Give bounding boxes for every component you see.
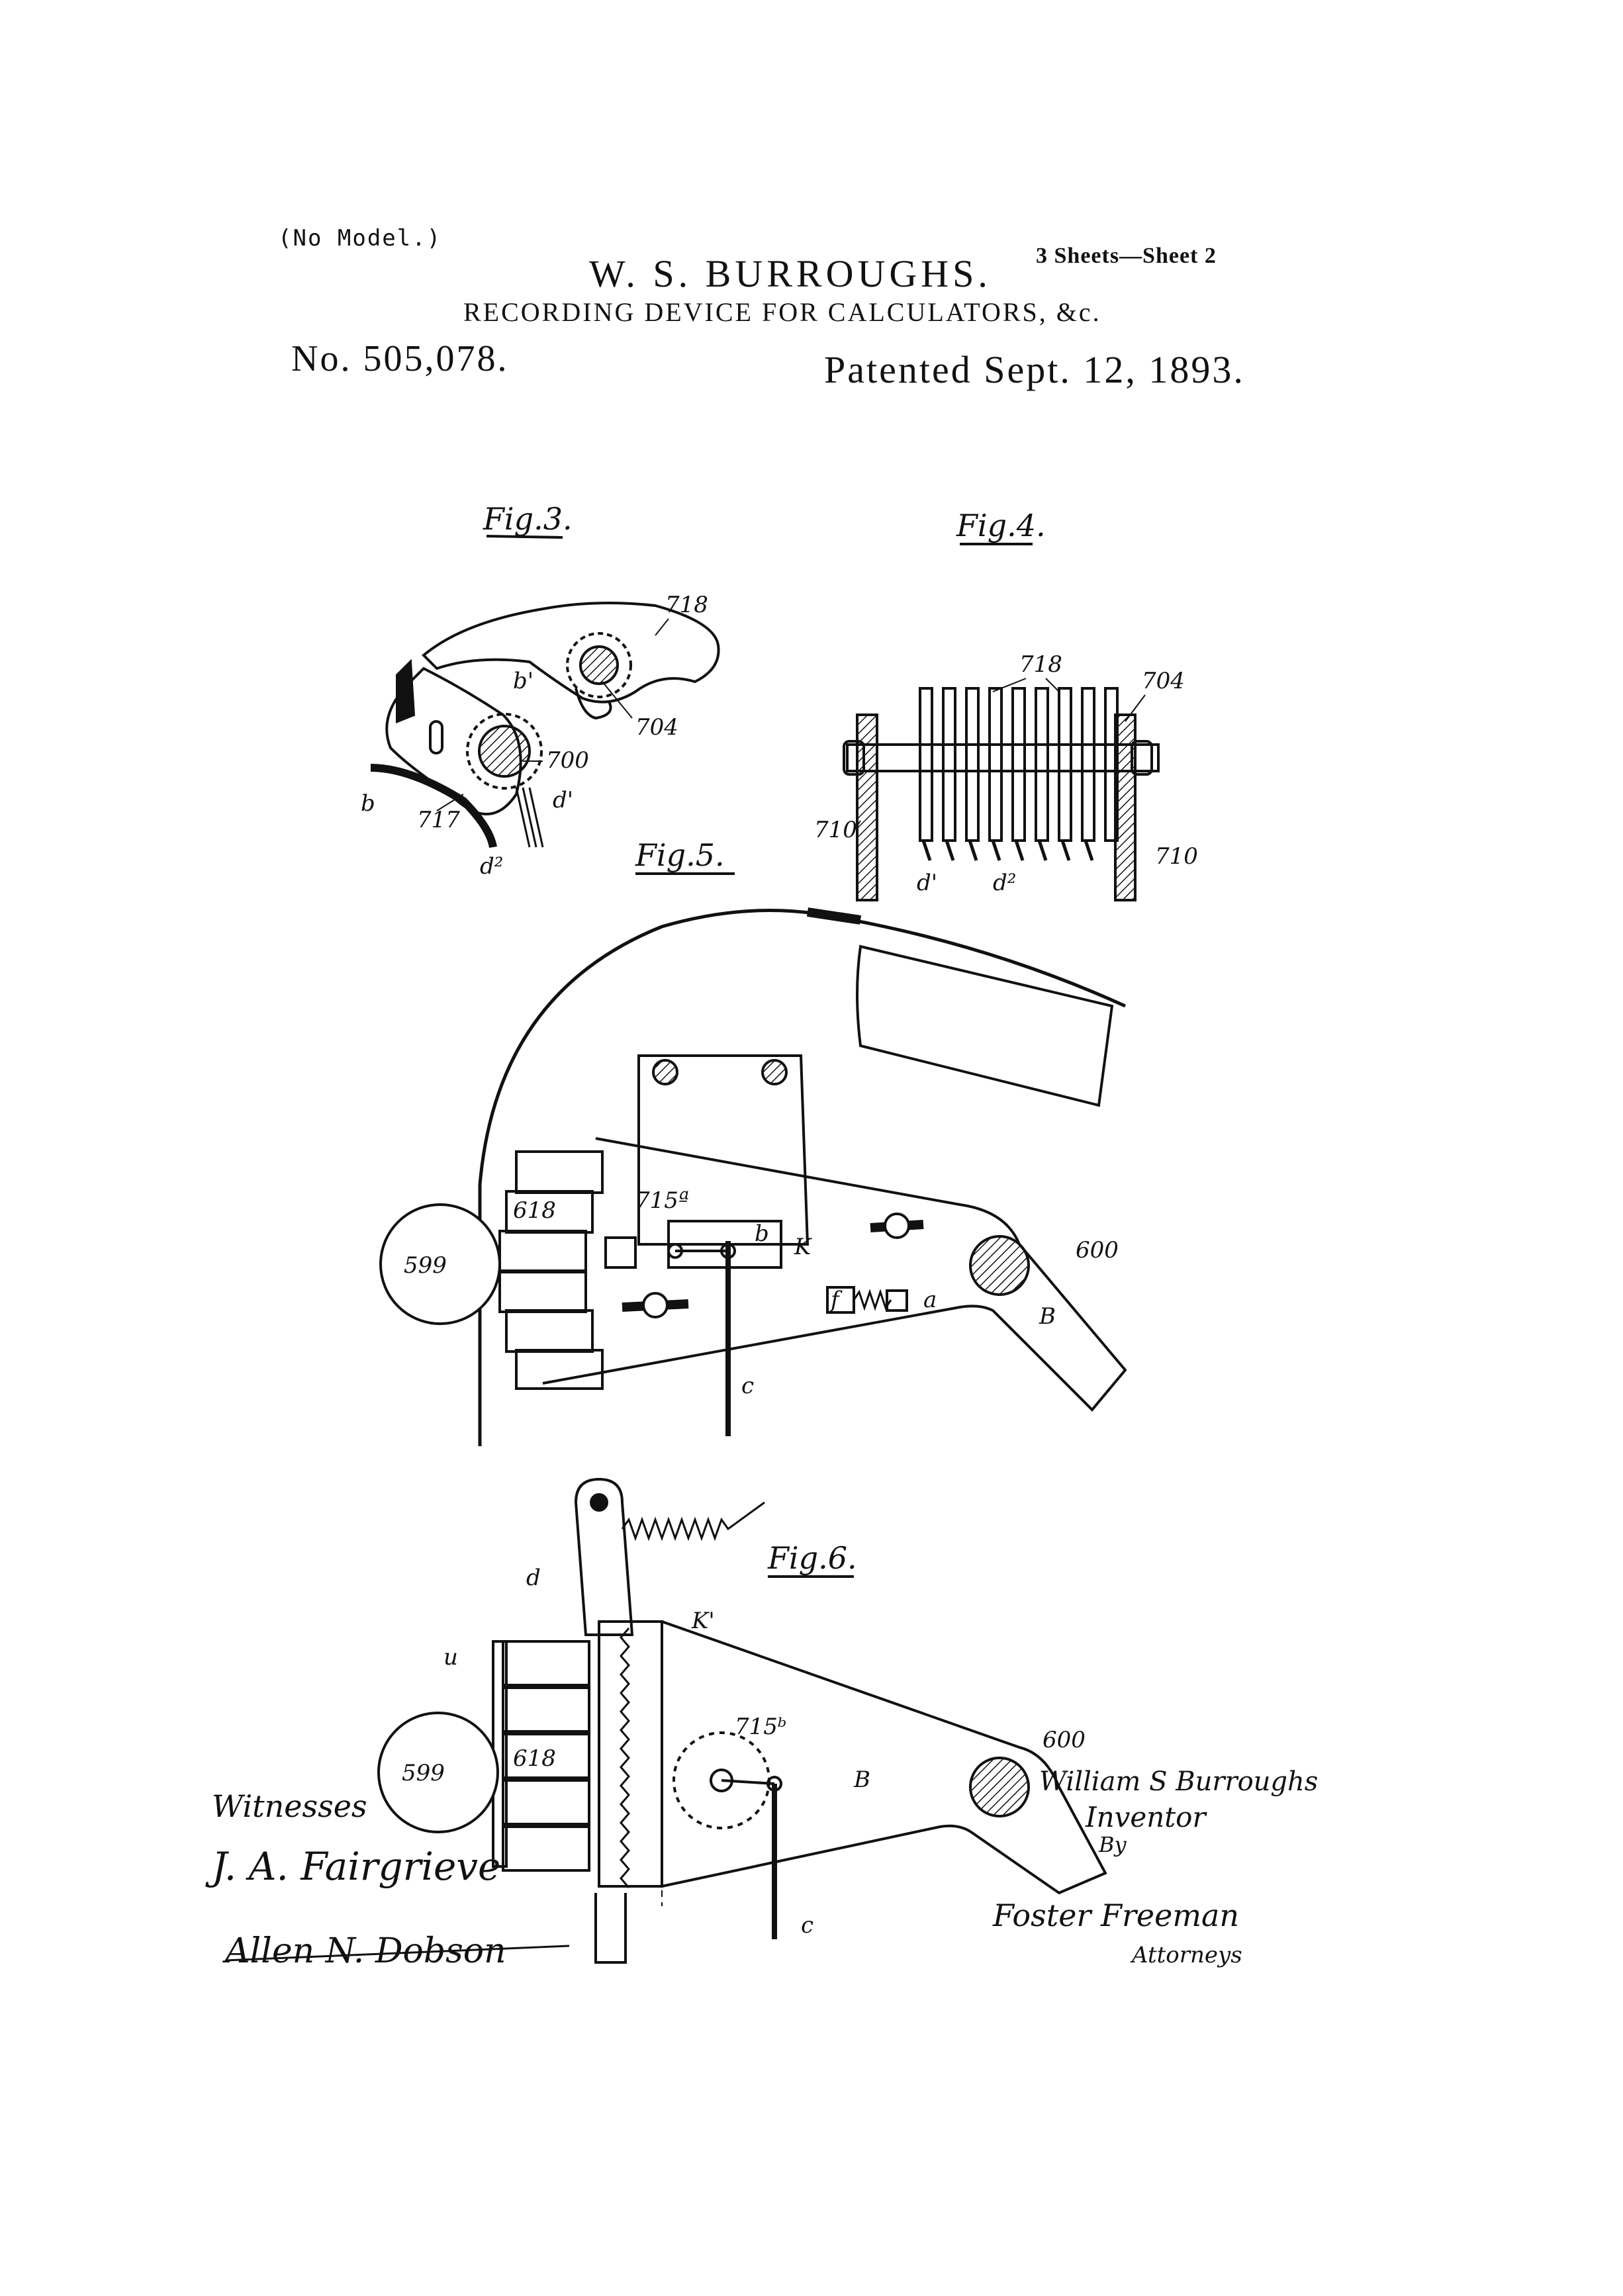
fig3-label-700: 700: [546, 747, 589, 774]
patent-title: RECORDING DEVICE FOR CALCULATORS, &c.: [463, 297, 1101, 327]
witnesses-label: Witnesses: [212, 1788, 367, 1824]
fig4-label-710-right: 710: [1155, 843, 1198, 870]
no-model-note: (No Model.): [278, 225, 442, 252]
inventor-signature: William S Burroughs: [1039, 1767, 1318, 1797]
fig5-label-a: a: [923, 1287, 937, 1313]
fig3-label-717: 717: [417, 807, 460, 833]
by-label: By: [1098, 1832, 1127, 1857]
attorneys-label: Attorneys: [1130, 1942, 1242, 1968]
fig3-label-d-prime: d': [553, 787, 573, 813]
fig5-label-b: b: [755, 1220, 769, 1247]
fig6-label-d: d: [526, 1565, 541, 1591]
fig6-label-715b: 715ᵇ: [735, 1714, 787, 1740]
fig4-label-d-prime: d': [917, 870, 937, 896]
witness-1-signature: J. A. Fairgrieve: [205, 1844, 500, 1889]
fig5-label-f: f: [829, 1287, 843, 1313]
fig6-title: Fig.6.: [767, 1540, 857, 1576]
fig3-label-b-prime: b': [513, 668, 533, 694]
fig4-label-704: 704: [1142, 668, 1185, 694]
fig3-leader-lines: [436, 618, 669, 811]
fig5-label-c: c: [741, 1373, 754, 1399]
fig6-platen-599: [377, 1712, 499, 1833]
fig6-label-B: B: [853, 1767, 870, 1793]
fig4-leader-lines: [853, 678, 1146, 831]
signature-block: Witnesses J. A. Fairgrieve Allen N. Dobs…: [205, 1767, 1318, 1971]
patented-date: Patented Sept. 12, 1893.: [824, 348, 1245, 391]
attorney-signature: Foster Freeman: [992, 1898, 1239, 1933]
fig5-title: Fig.5.: [635, 837, 725, 873]
fig6-labels: d K' u 715ᵇ 600 599 618 B c: [402, 1565, 1086, 1939]
fig5-labels: 715ª b K 600 599 618 f a B c: [404, 1187, 1119, 1399]
fig6-label-599: 599: [402, 1760, 445, 1786]
fig3-title: Fig.3.: [483, 501, 573, 537]
inventor-label: Inventor: [1085, 1801, 1207, 1833]
fig4-title: Fig.4.: [956, 508, 1046, 543]
fig6-label-c: c: [801, 1912, 813, 1939]
fig3-label-b: b: [361, 790, 375, 817]
fig5-label-600: 600: [1076, 1237, 1119, 1263]
fig3-labels: 718 b' 704 700 b 717 d' d²: [361, 592, 708, 880]
fig6-label-600: 600: [1043, 1727, 1086, 1753]
inventor-name: W. S. BURROUGHS.: [589, 252, 992, 295]
witness-2-underline: [224, 1945, 570, 1962]
figure-6: Fig.6.: [492, 1477, 1107, 1964]
fig4-label-718: 718: [1019, 651, 1062, 678]
fig5-label-B: B: [1039, 1303, 1056, 1330]
fig6-label-K-prime: K': [691, 1608, 715, 1634]
fig3-label-704: 704: [635, 714, 678, 741]
fig4-labels: 718 704 710 d' d² 710: [814, 651, 1198, 896]
fig6-label-618: 618: [513, 1745, 556, 1772]
fig6-label-u: u: [443, 1644, 458, 1671]
fig4-label-d2: d²: [993, 870, 1016, 896]
fig4-label-710-left: 710: [814, 817, 857, 843]
figure-3: Fig.3.: [370, 501, 720, 849]
figure-5: Fig.5.: [478, 837, 1127, 1446]
fig5-platen-599: [379, 1203, 501, 1325]
fig5-label-618: 618: [513, 1197, 556, 1224]
fig5-label-599: 599: [404, 1252, 447, 1279]
fig3-label-718: 718: [665, 592, 708, 618]
patent-number: No. 505,078.: [291, 338, 509, 379]
fig5-label-K: K: [794, 1234, 813, 1260]
fig5-label-715a: 715ª: [635, 1187, 689, 1214]
sheet-count: 3 Sheets—Sheet 2: [1036, 244, 1217, 268]
fig3-label-d2: d²: [480, 853, 503, 880]
figure-4: Fig.4.: [843, 508, 1160, 901]
